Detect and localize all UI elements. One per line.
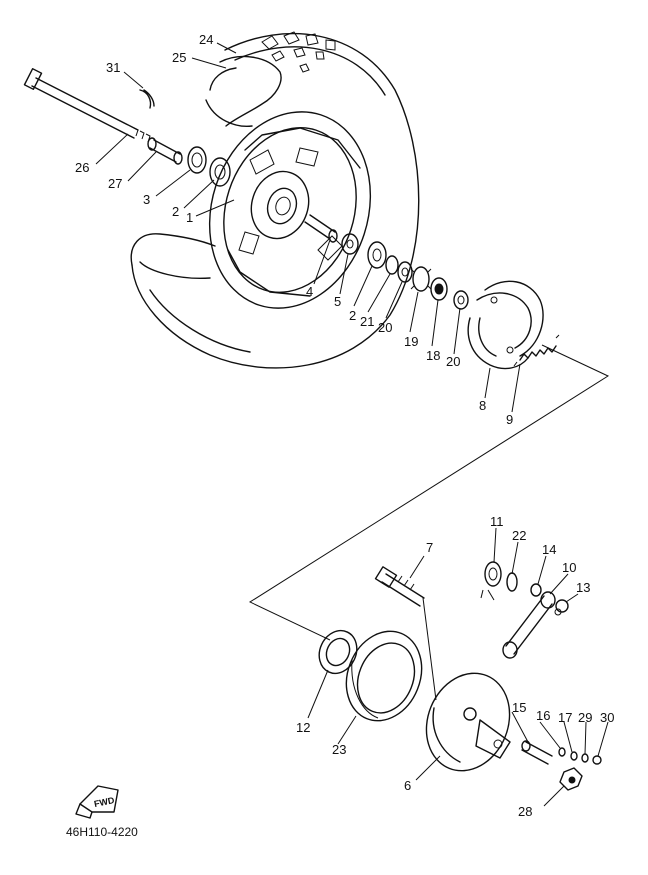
callout-5: 5: [334, 294, 341, 309]
gear-part-19: [410, 266, 432, 292]
callout-2-right: 2: [349, 308, 356, 323]
bearing-part-2-left: [209, 157, 231, 187]
bolt-part-13: [554, 599, 569, 616]
callout-labels: 24 25 31 26 27 3 2 1 4 5 2 21 20 19 18 2…: [75, 32, 614, 819]
callout-30: 30: [600, 710, 614, 725]
callout-12: 12: [296, 720, 310, 735]
callout-20-a: 20: [378, 320, 392, 335]
leader-lines: [95, 42, 609, 807]
callout-19: 19: [404, 334, 418, 349]
callout-23: 23: [332, 742, 346, 757]
tube-part-25: [205, 55, 282, 127]
callout-24: 24: [199, 32, 213, 47]
assembly-link-line: [248, 344, 610, 701]
callout-8: 8: [479, 398, 486, 413]
callout-31: 31: [106, 60, 120, 75]
callout-10: 10: [562, 560, 576, 575]
washer-part-16: [558, 747, 566, 757]
washer-part-20-b: [453, 290, 469, 310]
callout-7: 7: [426, 540, 433, 555]
callout-28: 28: [518, 804, 532, 819]
seal-ring-part-23: [345, 630, 423, 722]
callout-6: 6: [404, 778, 411, 793]
tire-part-24: [131, 31, 420, 369]
washer-part-17: [570, 751, 578, 761]
washer-part-20-a: [397, 261, 413, 283]
oil-seal-part-11: [480, 561, 502, 601]
callout-18: 18: [426, 348, 440, 363]
washer-part-5: [341, 233, 359, 255]
washer-part-29: [581, 753, 589, 763]
nut-part-14: [530, 583, 542, 597]
callout-4: 4: [306, 284, 313, 299]
collar-part-27: [147, 137, 183, 165]
callout-27: 27: [108, 176, 122, 191]
callout-1: 1: [186, 210, 193, 225]
brake-panel-part-6: [425, 672, 511, 772]
spacer-part-4: [304, 214, 338, 243]
nut-part-30: [592, 755, 602, 765]
brake-camshaft-part-7: [374, 566, 425, 607]
bearing-part-2-right: [367, 241, 387, 269]
callout-22: 22: [512, 528, 526, 543]
rim: [208, 111, 372, 309]
callout-3: 3: [143, 192, 150, 207]
washer-part-22: [506, 572, 518, 592]
callout-13: 13: [576, 580, 590, 595]
cotter-pin-part-31: [139, 89, 155, 109]
callout-16: 16: [536, 708, 550, 723]
circlip-part-21: [385, 255, 399, 275]
adjust-bolt-part-15: [521, 740, 553, 765]
oil-seal-part-3: [187, 146, 207, 174]
spring-part-9: [513, 334, 560, 367]
hub-part-1: [250, 170, 310, 240]
callout-2-left: 2: [172, 204, 179, 219]
callout-29: 29: [578, 710, 592, 725]
callout-11: 11: [490, 514, 504, 529]
fwd-label: FWD: [93, 795, 116, 809]
seal-part-12: [318, 629, 358, 675]
callout-21: 21: [360, 314, 374, 329]
callout-17: 17: [558, 710, 572, 725]
axle-part-26: [23, 68, 151, 143]
callout-26: 26: [75, 160, 89, 175]
gear-part-18: [430, 277, 448, 301]
tire-cutaway-lower: [130, 233, 251, 353]
fwd-arrow-mark: FWD: [75, 785, 119, 819]
wheel-assembly: [130, 31, 420, 369]
callout-20-b: 20: [446, 354, 460, 369]
callout-25: 25: [172, 50, 186, 65]
callout-9: 9: [506, 412, 513, 427]
camshaft-lever-part-10: [502, 591, 556, 659]
brake-shoe-part-8: [467, 280, 544, 370]
callout-15: 15: [512, 700, 526, 715]
callout-14: 14: [542, 542, 556, 557]
reference-code: 46H110-4220: [66, 825, 138, 839]
axle-nut-part-28: [559, 767, 583, 791]
